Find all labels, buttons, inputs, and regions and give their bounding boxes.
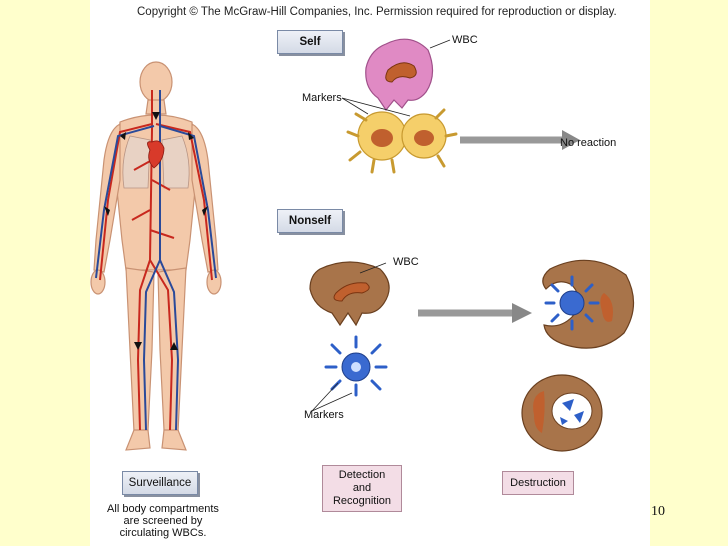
flow-arrows	[104, 112, 208, 350]
veins	[95, 90, 217, 431]
copyright-notice: Copyright © The McGraw-Hill Companies, I…	[137, 6, 617, 18]
markers-label-bottom: Markers	[304, 409, 344, 421]
surveillance-note-line: are screened by	[123, 515, 203, 527]
self-interaction-illustration	[341, 38, 580, 174]
self-label: Self	[277, 30, 343, 54]
self-cell-nucleus	[414, 130, 434, 146]
surveillance-note-line: All body compartments	[107, 503, 219, 515]
detection-line: Detection	[338, 469, 386, 481]
body-silhouette	[90, 61, 222, 451]
wbc-label-top: WBC	[452, 34, 478, 46]
nonself-interaction-illustration	[309, 259, 635, 452]
marker-leader-lines-bottom	[311, 262, 387, 412]
wbc-label-mid: WBC	[393, 256, 419, 268]
engulfing-wbc	[542, 259, 635, 349]
self-cell-nucleus	[371, 129, 393, 147]
heart	[147, 140, 165, 169]
human-body-illustration	[90, 61, 222, 451]
arteries	[99, 90, 213, 431]
detection-caption: Detection and Recognition	[322, 465, 402, 512]
wbc-nonself-cell	[309, 261, 390, 327]
arrow-head	[562, 130, 580, 150]
nonself-label: Nonself	[277, 209, 343, 233]
no-reaction-label: No reaction	[560, 137, 617, 149]
digesting-wbc	[521, 374, 603, 452]
marker-leader-lines	[341, 39, 451, 117]
surveillance-caption: Surveillance	[122, 471, 198, 495]
surveillance-note: All body compartments are screened by ci…	[104, 503, 222, 539]
markers-label-top: Markers	[302, 92, 342, 104]
arrow-head-2	[512, 303, 532, 323]
detection-line: and	[352, 482, 372, 494]
self-body-cells	[346, 108, 458, 174]
figure-panel: Copyright © The McGraw-Hill Companies, I…	[90, 0, 650, 546]
detection-line: Recognition	[332, 495, 392, 507]
page-number: 10	[651, 504, 665, 519]
wbc-self-cell	[365, 38, 434, 112]
surveillance-note-line: circulating WBCs.	[119, 527, 207, 539]
destruction-caption: Destruction	[502, 471, 574, 495]
